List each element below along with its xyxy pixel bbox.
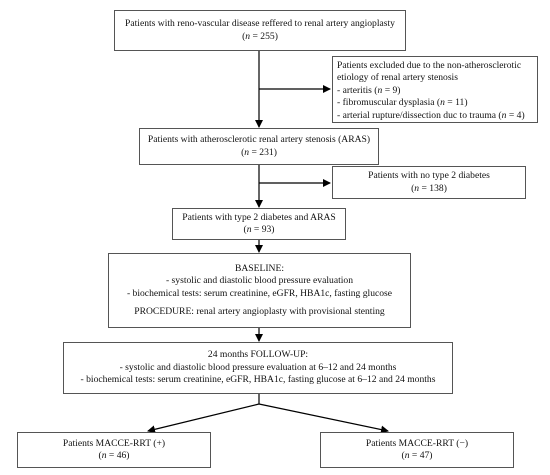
diabetes-aras-line-1: Patients with type 2 diabetes and ARAS xyxy=(182,211,336,223)
referred-line-2: (n = 255) xyxy=(242,30,278,42)
box-excluded: Patients excluded due to the non-atheros… xyxy=(332,56,538,123)
macce-neg-line-1: Patients MACCE-RRT (−) xyxy=(365,437,469,449)
followup-line-2: - systolic and diastolic blood pressure … xyxy=(119,361,397,373)
connector-to-macce-pos xyxy=(147,403,260,434)
box-referred: Patients with reno-vascular disease reff… xyxy=(114,10,406,51)
macce-neg-line-2: (n = 47) xyxy=(401,450,433,461)
excluded-line-4: - fibromuscular dysplasia (n = 11) xyxy=(337,97,468,109)
excluded-line-3: - arteritis (n = 9) xyxy=(337,84,401,96)
baseline-line-3: - biochemical tests: serum creatinine, e… xyxy=(126,287,393,299)
baseline-line-2: - systolic and diastolic blood pressure … xyxy=(165,275,354,287)
excluded-line-2: etiology of renal artery stenosis xyxy=(337,72,458,84)
followup-line-1: 24 months FOLLOW-UP: xyxy=(207,349,309,361)
box-followup: 24 months FOLLOW-UP: - systolic and dias… xyxy=(63,342,453,394)
no-diabetes-line-1: Patients with no type 2 diabetes xyxy=(368,170,490,182)
box-aras: Patients with atherosclerotic renal arte… xyxy=(139,128,379,165)
box-diabetes-aras: Patients with type 2 diabetes and ARAS (… xyxy=(172,208,346,240)
referred-line-1: Patients with reno-vascular disease reff… xyxy=(125,18,395,30)
connector-to-macce-neg xyxy=(258,403,389,434)
aras-line-2: (n = 231) xyxy=(241,146,277,158)
box-macce-negative: Patients MACCE-RRT (−) (n = 47) xyxy=(320,432,514,468)
no-diabetes-line-2: (n = 138) xyxy=(411,182,447,194)
box-no-diabetes: Patients with no type 2 diabetes (n = 13… xyxy=(332,166,526,199)
macce-pos-line-1: Patients MACCE-RRT (+) xyxy=(62,437,166,449)
box-baseline: BASELINE: - systolic and diastolic blood… xyxy=(108,253,411,328)
procedure-line: PROCEDURE: renal artery angioplasty with… xyxy=(134,305,385,317)
baseline-line-1: BASELINE: xyxy=(234,262,285,274)
macce-pos-line-2: (n = 46) xyxy=(98,450,130,461)
box-macce-positive: Patients MACCE-RRT (+) (n = 46) xyxy=(17,432,211,468)
aras-line-1: Patients with atherosclerotic renal arte… xyxy=(147,134,371,146)
excluded-line-1: Patients excluded due to the non-atheros… xyxy=(337,60,522,71)
followup-line-3: - biochemical tests: serum creatinine, e… xyxy=(80,374,436,386)
diabetes-aras-line-2: (n = 93) xyxy=(243,224,275,235)
excluded-line-5: - arterial rupture/dissection duc to tra… xyxy=(337,109,525,121)
